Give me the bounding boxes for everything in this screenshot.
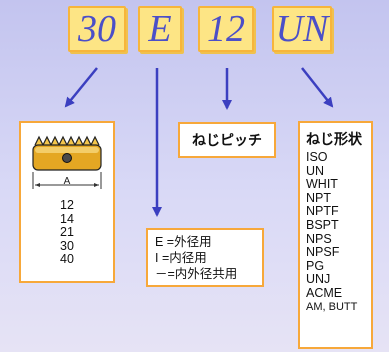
size-item: 40: [60, 252, 74, 267]
type-code-box: E: [138, 6, 182, 52]
size-item: 12: [60, 198, 74, 212]
type-item: I =内径用: [155, 251, 207, 265]
thread-code: UN: [275, 8, 329, 50]
insert-icon: [32, 135, 102, 189]
type-item: －=内外径共用: [155, 267, 238, 281]
thread-title: ねじ形状: [306, 131, 362, 147]
pitch-code-box: 12: [198, 6, 254, 52]
size-code-box: 30: [68, 6, 126, 52]
type-code: E: [148, 8, 172, 50]
size-panel: A 12 14 21 30 40: [19, 121, 115, 283]
thread-item: AM, BUTT: [306, 300, 358, 313]
type-item: E =外径用: [155, 235, 212, 249]
pitch-label: ねじピッチ: [192, 132, 262, 148]
arrow-thread: [301, 67, 334, 108]
thread-item: WHIT: [306, 177, 338, 192]
thread-item: ISO: [306, 150, 328, 164]
thread-code-box: UN: [272, 6, 332, 52]
thread-item: NPS: [306, 231, 332, 246]
thread-item: NPT: [306, 190, 331, 205]
size-code: 30: [78, 8, 116, 50]
thread-item: PG: [306, 258, 325, 273]
size-item: 14: [60, 211, 74, 226]
thread-item: NPTF: [306, 204, 339, 219]
arrow-size: [64, 67, 98, 108]
type-list: E =外径用 I =内径用 －=内外径共用: [155, 234, 262, 282]
thread-item: ACME: [306, 285, 343, 300]
dimension-label: A: [63, 176, 71, 187]
pitch-code: 12: [207, 8, 245, 50]
thread-item: BSPT: [306, 217, 339, 232]
size-item: 21: [60, 225, 74, 240]
type-panel: E =外径用 I =内径用 －=内外径共用: [146, 228, 264, 287]
thread-item: UN: [306, 163, 325, 178]
thread-panel: ねじ形状 ISO UN WHIT NPT NPTF BSPT NPS NPSF …: [298, 121, 373, 349]
thread-item: UNJ: [306, 272, 331, 287]
thread-list: ISO UN WHIT NPT NPTF BSPT NPS NPSF PG UN…: [306, 150, 371, 314]
pitch-panel: ねじピッチ: [178, 122, 276, 158]
thread-item: NPSF: [306, 245, 340, 260]
size-item: 30: [60, 238, 74, 253]
size-list: 12 14 21 30 40: [21, 198, 113, 267]
